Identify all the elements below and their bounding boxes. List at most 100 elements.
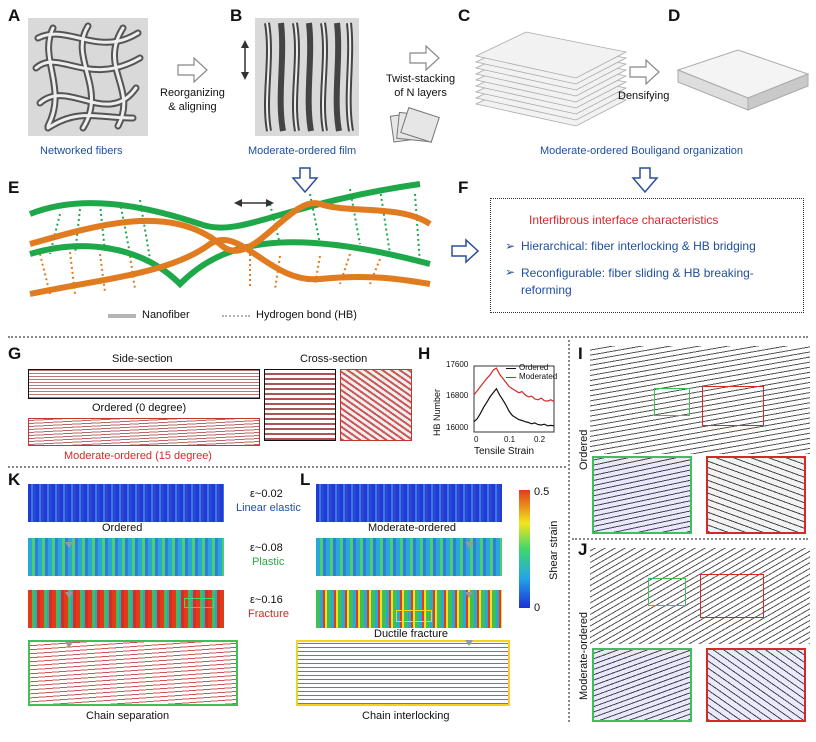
chain-separation-caption: Chain separation — [86, 710, 169, 722]
panel-label-f: F — [458, 178, 468, 198]
state-plastic: Plastic — [252, 556, 284, 568]
double-arrow-vertical-icon — [240, 40, 250, 80]
cross-section-title: Cross-section — [300, 353, 367, 365]
strain-label-3: ε~0.16 — [250, 594, 283, 606]
twist-stacking-label: Twist-stacking of N layers — [386, 72, 455, 100]
legend-moderated: Moderated — [519, 372, 557, 381]
legend-swatch-ordered — [506, 368, 516, 369]
reorganizing-label: Reorganizing & aligning — [160, 86, 225, 114]
highlight-box — [396, 610, 432, 622]
interface-title: Interfibrous interface characteristics — [529, 213, 718, 227]
moderate-molecular-snapshot — [590, 548, 810, 644]
chart-xlabel: Tensile Strain — [474, 446, 534, 457]
colorbar-min: 0 — [534, 602, 540, 614]
colorbar-label: Shear strain — [548, 521, 560, 580]
down-arrow-icon — [464, 522, 474, 682]
state-linear-elastic: Linear elastic — [236, 502, 301, 514]
ordered-side-section — [28, 369, 260, 399]
highlight-box — [184, 598, 214, 608]
bouligand-caption: Moderate-ordered Bouligand organization — [540, 145, 743, 157]
ordered-strain-map-1 — [28, 484, 224, 522]
ductile-fracture-caption: Ductile fracture — [374, 628, 448, 640]
moderate-ordered-label: Moderate-ordered — [368, 522, 456, 534]
panel-label-h: H — [418, 344, 430, 364]
ordered-cross-section — [264, 369, 336, 441]
panel-label-j: J — [578, 540, 587, 560]
highlight-box — [648, 578, 686, 606]
ordered-side-caption: Ordered (0 degree) — [92, 402, 186, 414]
panel-label-k: K — [8, 470, 20, 490]
separator — [8, 336, 808, 338]
reconfigurable-item: Reconfigurable: fiber sliding & HB break… — [521, 265, 754, 299]
ordered-molecular-snapshot — [590, 346, 810, 454]
highlight-box — [702, 386, 764, 426]
panel-label-i: I — [578, 344, 583, 364]
down-arrow-icon — [64, 522, 74, 742]
panel-label-g: G — [8, 344, 21, 364]
networked-fibers-caption: Networked fibers — [40, 145, 123, 157]
densifying-label: Densifying — [618, 90, 669, 102]
panel-label-l: L — [300, 470, 310, 490]
moderate-strain-map-3 — [316, 590, 502, 628]
bullet-icon: ➢ — [505, 239, 515, 253]
moderate-zoom-red — [706, 648, 806, 722]
fiber-network-diagram — [20, 184, 440, 304]
right-arrow-icon — [630, 60, 660, 84]
panel-label-a: A — [8, 6, 20, 26]
nanofiber-legend-label: Nanofiber — [142, 309, 190, 321]
separator — [8, 466, 566, 468]
bouligand-stack-image — [476, 30, 626, 140]
moderate-strain-map-2 — [316, 538, 502, 576]
down-arrow-icon — [633, 168, 657, 192]
interface-characteristics-box: Interfibrous interface characteristics ➢… — [490, 198, 804, 313]
series-line-ordered — [474, 389, 554, 426]
y-tick-label: 16800 — [446, 391, 468, 400]
moderate-film-image — [255, 18, 359, 136]
bullet-icon: ➢ — [505, 265, 515, 279]
right-arrow-icon — [452, 240, 478, 262]
moderate-zoom-green — [592, 648, 692, 722]
double-arrow-horizontal-icon — [234, 198, 274, 208]
y-tick-label: 16000 — [446, 423, 468, 432]
state-fracture: Fracture — [248, 608, 289, 620]
panel-label-c: C — [458, 6, 470, 26]
x-tick-label: 0.2 — [534, 435, 545, 444]
right-arrow-icon — [410, 46, 440, 70]
nanofiber-legend-swatch — [108, 314, 136, 318]
y-tick-label: 17600 — [446, 360, 468, 369]
right-arrow-icon — [178, 58, 208, 82]
chart-ylabel: HB Number — [432, 389, 442, 436]
densified-block-image — [678, 40, 808, 110]
moderate-side-label: Moderate-ordered — [578, 612, 590, 700]
separator — [572, 538, 808, 540]
moderate-strain-map-1 — [316, 484, 502, 522]
separator — [568, 340, 570, 722]
chain-separation-image — [28, 640, 238, 706]
highlight-box — [654, 388, 690, 416]
chain-interlocking-image — [296, 640, 510, 706]
hierarchical-item: Hierarchical: fiber interlocking & HB br… — [521, 239, 756, 253]
strain-label-1: ε~0.02 — [250, 488, 283, 500]
moderate-side-caption: Moderate-ordered (15 degree) — [64, 450, 212, 462]
networked-fibers-image — [28, 18, 148, 136]
ordered-strain-map-2 — [28, 538, 224, 576]
ordered-strain-map-3 — [28, 590, 224, 628]
x-tick-label: 0.1 — [504, 435, 515, 444]
highlight-box — [700, 574, 764, 618]
moderate-side-section — [28, 418, 260, 446]
ordered-zoom-green — [592, 456, 692, 534]
panel-label-b: B — [230, 6, 242, 26]
hbond-legend-swatch — [222, 315, 250, 317]
moderate-film-caption: Moderate-ordered film — [248, 145, 356, 157]
panel-label-d: D — [668, 6, 680, 26]
shear-strain-colorbar — [519, 490, 530, 608]
legend-swatch-moderated — [506, 377, 516, 378]
strain-label-2: ε~0.08 — [250, 542, 283, 554]
chain-interlocking-caption: Chain interlocking — [362, 710, 449, 722]
colorbar-max: 0.5 — [534, 486, 549, 498]
stacked-layers-icon — [388, 106, 444, 150]
ordered-side-label: Ordered — [578, 430, 590, 470]
ordered-zoom-red — [706, 456, 806, 534]
x-tick-label: 0 — [474, 435, 478, 444]
panel-label-e: E — [8, 178, 19, 198]
